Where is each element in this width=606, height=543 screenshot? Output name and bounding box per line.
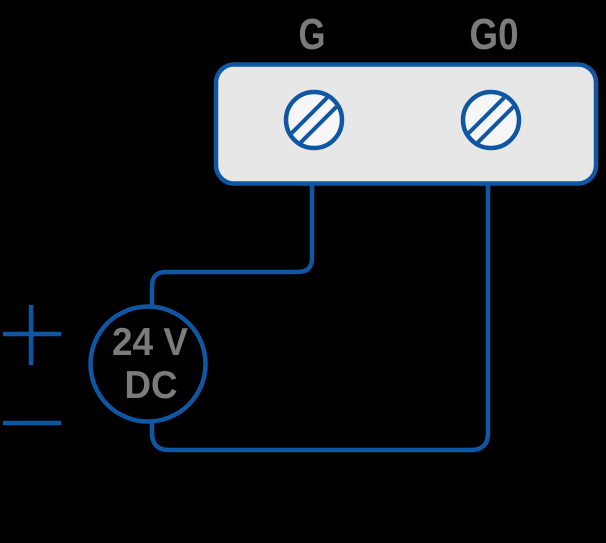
terminal-label-g: G	[299, 10, 326, 59]
screw-terminal-g0-icon	[460, 89, 522, 151]
power-source-voltage-label: 24 V	[112, 321, 188, 364]
screw-terminal-g-icon	[283, 89, 345, 151]
terminal-label-g0: G0	[470, 10, 519, 59]
power-source-dc-label: DC	[125, 364, 178, 407]
power-source-circle	[88, 304, 208, 424]
terminal-block	[213, 62, 599, 186]
plus-icon	[3, 305, 61, 365]
wire-g0-to-supply	[149, 184, 491, 453]
wire-g-to-supply	[149, 184, 315, 306]
